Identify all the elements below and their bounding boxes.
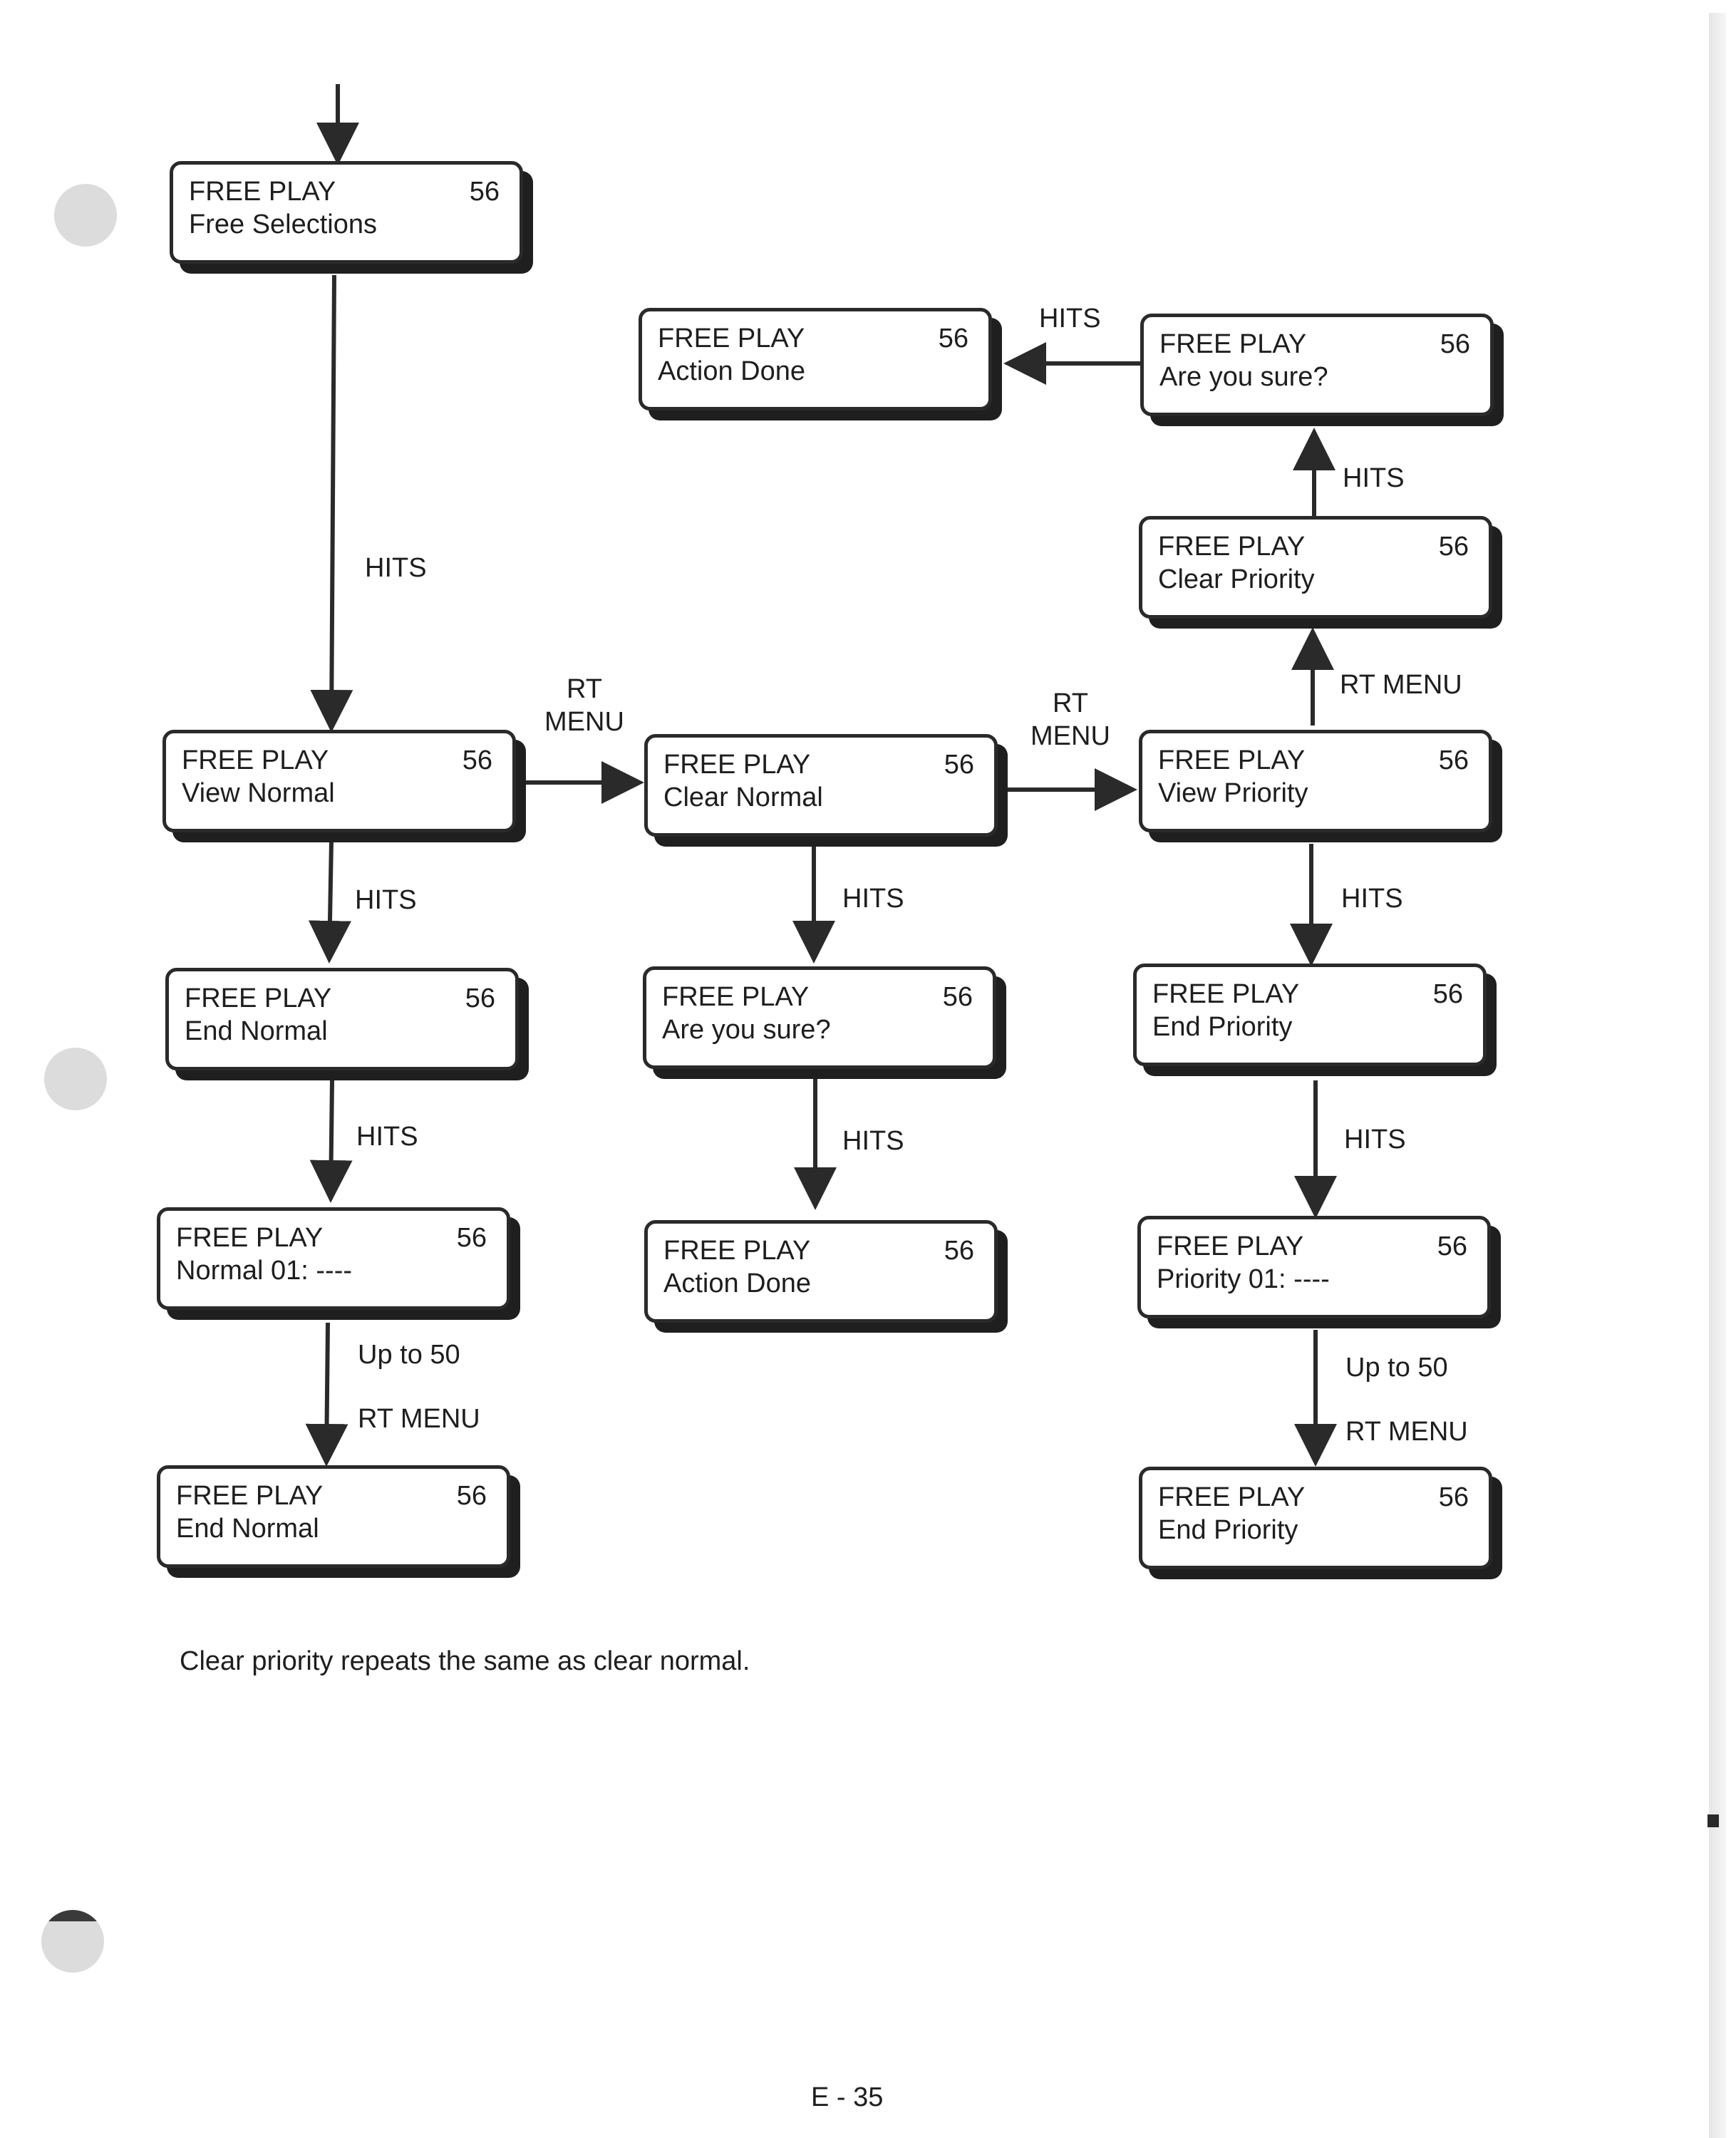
node-line2: Free Selections: [189, 210, 378, 239]
node-view-normal: FREE PLAY View Normal 56: [162, 730, 516, 832]
node-clear-normal: FREE PLAY Clear Normal 56: [644, 734, 998, 837]
node-value: 56: [469, 177, 500, 207]
node-line1: FREE PLAY: [176, 1481, 324, 1511]
node-are-you-sure-top: FREE PLAY Are you sure? 56: [1140, 314, 1494, 416]
node-line1: FREE PLAY: [182, 745, 329, 775]
node-line2: Action Done: [658, 356, 806, 386]
node-value: 56: [1440, 329, 1470, 359]
edge-label-hits: HITS: [356, 1122, 418, 1152]
node-line2: Clear Priority: [1158, 564, 1315, 594]
edge-label-hits: HITS: [355, 885, 417, 915]
node-value: 56: [944, 1236, 974, 1266]
binder-hole-middle: [44, 1048, 107, 1110]
node-value: 56: [938, 324, 968, 353]
node-line2: End Priority: [1158, 1515, 1298, 1545]
footnote: Clear priority repeats the same as clear…: [180, 1646, 750, 1676]
edge-label-up-to: Up to 50: [358, 1340, 460, 1370]
node-action-done-mid: FREE PLAY Action Done 56: [644, 1220, 998, 1323]
page-edge-mark: [1707, 1814, 1719, 1827]
edge-label-rt-menu: RT MENU: [544, 674, 624, 737]
node-line1: FREE PLAY: [1152, 979, 1300, 1009]
edge-label-hits: HITS: [1039, 304, 1101, 334]
node-line1: FREE PLAY: [1158, 745, 1306, 775]
node-value: 56: [942, 982, 973, 1012]
node-line1: FREE PLAY: [189, 177, 336, 207]
node-line1: FREE PLAY: [1157, 1231, 1304, 1261]
node-line2: Are you sure?: [662, 1015, 831, 1045]
node-end-normal-a: FREE PLAY End Normal 56: [165, 968, 519, 1070]
node-value: 56: [456, 1223, 487, 1253]
edge-label-hits: HITS: [1344, 1125, 1406, 1155]
edge-label-hits: HITS: [1343, 463, 1405, 493]
node-line2: View Priority: [1158, 778, 1308, 808]
node-value: 56: [1438, 532, 1469, 562]
arrow-normal-01-to-end-normal: [305, 1322, 348, 1467]
node-action-done-top: FREE PLAY Action Done 56: [639, 308, 992, 410]
node-value: 56: [944, 750, 974, 780]
edge-label-rt-menu: RT MENU: [1340, 670, 1462, 700]
node-value: 56: [1438, 745, 1469, 775]
node-line1: FREE PLAY: [1158, 1482, 1306, 1512]
node-line1: FREE PLAY: [1158, 532, 1306, 562]
node-end-priority-a: FREE PLAY End Priority 56: [1133, 964, 1487, 1066]
node-line2: Clear Normal: [663, 783, 823, 812]
node-view-priority: FREE PLAY View Priority 56: [1139, 730, 1492, 832]
node-line1: FREE PLAY: [663, 750, 811, 780]
edge-label-rt-menu: RT MENU: [358, 1404, 480, 1434]
arrow-end-normal-to-normal-01: [309, 1080, 353, 1203]
edge-label-hits: HITS: [1341, 884, 1403, 914]
node-value: 56: [456, 1481, 487, 1511]
arrow-view-normal-to-end-normal: [308, 840, 351, 964]
node-line2: Priority 01: ----: [1157, 1264, 1330, 1294]
node-line1: FREE PLAY: [1159, 329, 1307, 359]
node-line1: FREE PLAY: [185, 983, 332, 1013]
page-edge-strip: [1709, 13, 1726, 2138]
node-normal-01: FREE PLAY Normal 01: ---- 56: [157, 1207, 510, 1310]
node-value: 56: [465, 983, 495, 1013]
node-are-you-sure-mid: FREE PLAY Are you sure? 56: [643, 966, 996, 1069]
edge-label-rt-menu: RT MENU: [1345, 1417, 1468, 1447]
node-end-normal-b: FREE PLAY End Normal 56: [157, 1465, 510, 1568]
node-value: 56: [1438, 1482, 1469, 1512]
arrow-free-selections-to-view-normal: [310, 274, 353, 733]
node-clear-priority: FREE PLAY Clear Priority 56: [1139, 516, 1492, 619]
node-priority-01: FREE PLAY Priority 01: ---- 56: [1137, 1216, 1491, 1318]
edge-label-hits: HITS: [842, 1126, 904, 1156]
node-value: 56: [462, 745, 492, 775]
node-line2: End Normal: [176, 1514, 319, 1544]
node-value: 56: [1437, 1231, 1467, 1261]
page-number: E - 35: [811, 2082, 884, 2112]
edge-label-hits: HITS: [842, 884, 904, 914]
edge-label-rt-menu: RT MENU: [1030, 688, 1110, 751]
node-line2: Normal 01: ----: [176, 1256, 353, 1286]
node-line2: End Normal: [185, 1016, 328, 1046]
node-line1: FREE PLAY: [662, 982, 810, 1012]
node-free-selections: FREE PLAY Free Selections 56: [170, 161, 523, 264]
node-line2: End Priority: [1152, 1012, 1293, 1042]
node-value: 56: [1432, 979, 1463, 1009]
node-line2: View Normal: [182, 778, 335, 808]
binder-hole-top: [54, 184, 117, 247]
edge-label-hits: HITS: [365, 553, 427, 583]
node-end-priority-b: FREE PLAY End Priority 56: [1139, 1467, 1492, 1569]
edge-label-up-to: Up to 50: [1345, 1353, 1448, 1383]
node-line1: FREE PLAY: [176, 1223, 324, 1253]
node-line2: Are you sure?: [1159, 362, 1328, 392]
node-line1: FREE PLAY: [663, 1236, 811, 1266]
binder-hole-bottom: [41, 1910, 104, 1973]
node-line2: Action Done: [663, 1269, 812, 1298]
node-line1: FREE PLAY: [658, 324, 805, 353]
